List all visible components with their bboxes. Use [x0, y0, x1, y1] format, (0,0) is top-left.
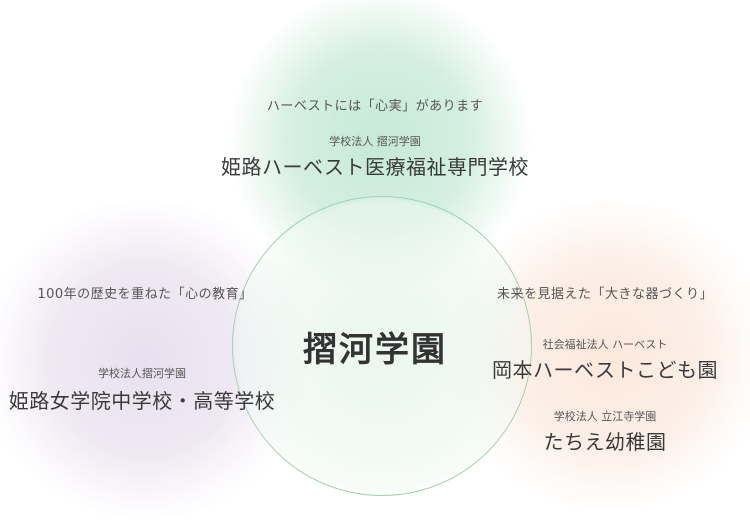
- left-catchphrase: 100年の歴史を重ねた「心の教育」: [37, 287, 253, 302]
- center-ring: [232, 196, 532, 496]
- center-title: 摺河学園: [303, 330, 447, 370]
- top-catchphrase: ハーベストには「心実」があります: [266, 99, 484, 114]
- right-catchphrase: 未来を見据えた「大きな器づくり」: [496, 287, 713, 302]
- left-corporation: 学校法人摺河学園: [98, 367, 186, 380]
- right-corporation-1: 社会福祉法人 ハーベスト: [542, 338, 668, 351]
- right-school-name-2[interactable]: たちえ幼稚園: [543, 430, 667, 454]
- right-corporation-2: 学校法人 立江寺学園: [553, 410, 657, 423]
- left-school-name[interactable]: 姫路女学院中学校・高等学校: [8, 389, 276, 413]
- top-corporation: 学校法人 摺河学園: [329, 135, 421, 148]
- right-school-name-1[interactable]: 岡本ハーベストこども園: [492, 358, 718, 382]
- top-school-name[interactable]: 姫路ハーベスト医療福祉専門学校: [221, 155, 529, 179]
